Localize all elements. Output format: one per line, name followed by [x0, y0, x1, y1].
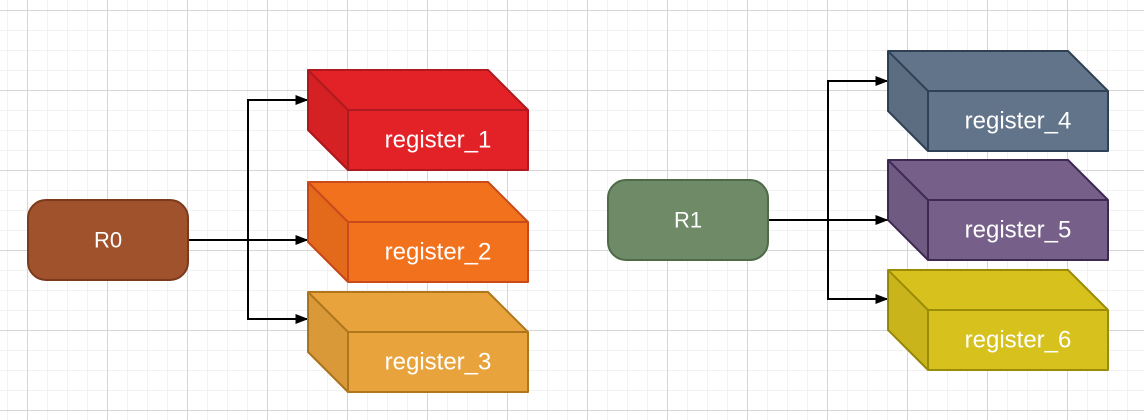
cube-left-face-shade	[888, 160, 928, 260]
node-label-register_2: register_2	[385, 239, 492, 266]
node-R1[interactable]: R1	[607, 179, 769, 261]
cube-body	[307, 181, 529, 283]
cube-inner-edges	[307, 181, 528, 282]
cube-body	[307, 69, 529, 171]
cube-inner-edges	[307, 69, 528, 170]
cube-inner-edges	[887, 50, 1108, 151]
node-register_6[interactable]: register_6	[887, 269, 1109, 371]
node-register_4[interactable]: register_4	[887, 50, 1109, 152]
edge-R0-to-register_1[interactable]	[188, 95, 309, 241]
edge-R0-to-register_3[interactable]	[188, 239, 309, 324]
cube-left-face-shade	[308, 70, 348, 170]
cube-left-face-shade	[888, 270, 928, 370]
cube-left-face-shade	[308, 182, 348, 282]
node-label-R1: R1	[674, 208, 702, 233]
terminal-body	[607, 179, 769, 261]
cube-body	[887, 269, 1109, 371]
cube-left-face-shade	[308, 292, 348, 392]
cube-left-face-shade	[888, 51, 928, 151]
edge-R1-to-register_6[interactable]	[768, 219, 889, 304]
terminal-body	[27, 199, 189, 281]
cube-body	[887, 159, 1109, 261]
edge-R1-to-register_4[interactable]	[768, 76, 889, 221]
cube-body	[887, 50, 1109, 152]
node-label-register_1: register_1	[385, 127, 492, 154]
node-register_3[interactable]: register_3	[307, 291, 529, 393]
node-label-register_4: register_4	[965, 108, 1072, 135]
cube-inner-edges	[887, 159, 1108, 260]
node-register_5[interactable]: register_5	[887, 159, 1109, 261]
node-label-register_3: register_3	[385, 349, 492, 376]
node-register_2[interactable]: register_2	[307, 181, 529, 283]
node-label-R0: R0	[94, 228, 122, 253]
cube-inner-edges	[307, 291, 528, 392]
node-label-register_6: register_6	[965, 327, 1072, 354]
cube-inner-edges	[887, 269, 1108, 370]
node-register_1[interactable]: register_1	[307, 69, 529, 171]
node-R0[interactable]: R0	[27, 199, 189, 281]
cube-body	[307, 291, 529, 393]
node-label-register_5: register_5	[965, 217, 1072, 244]
